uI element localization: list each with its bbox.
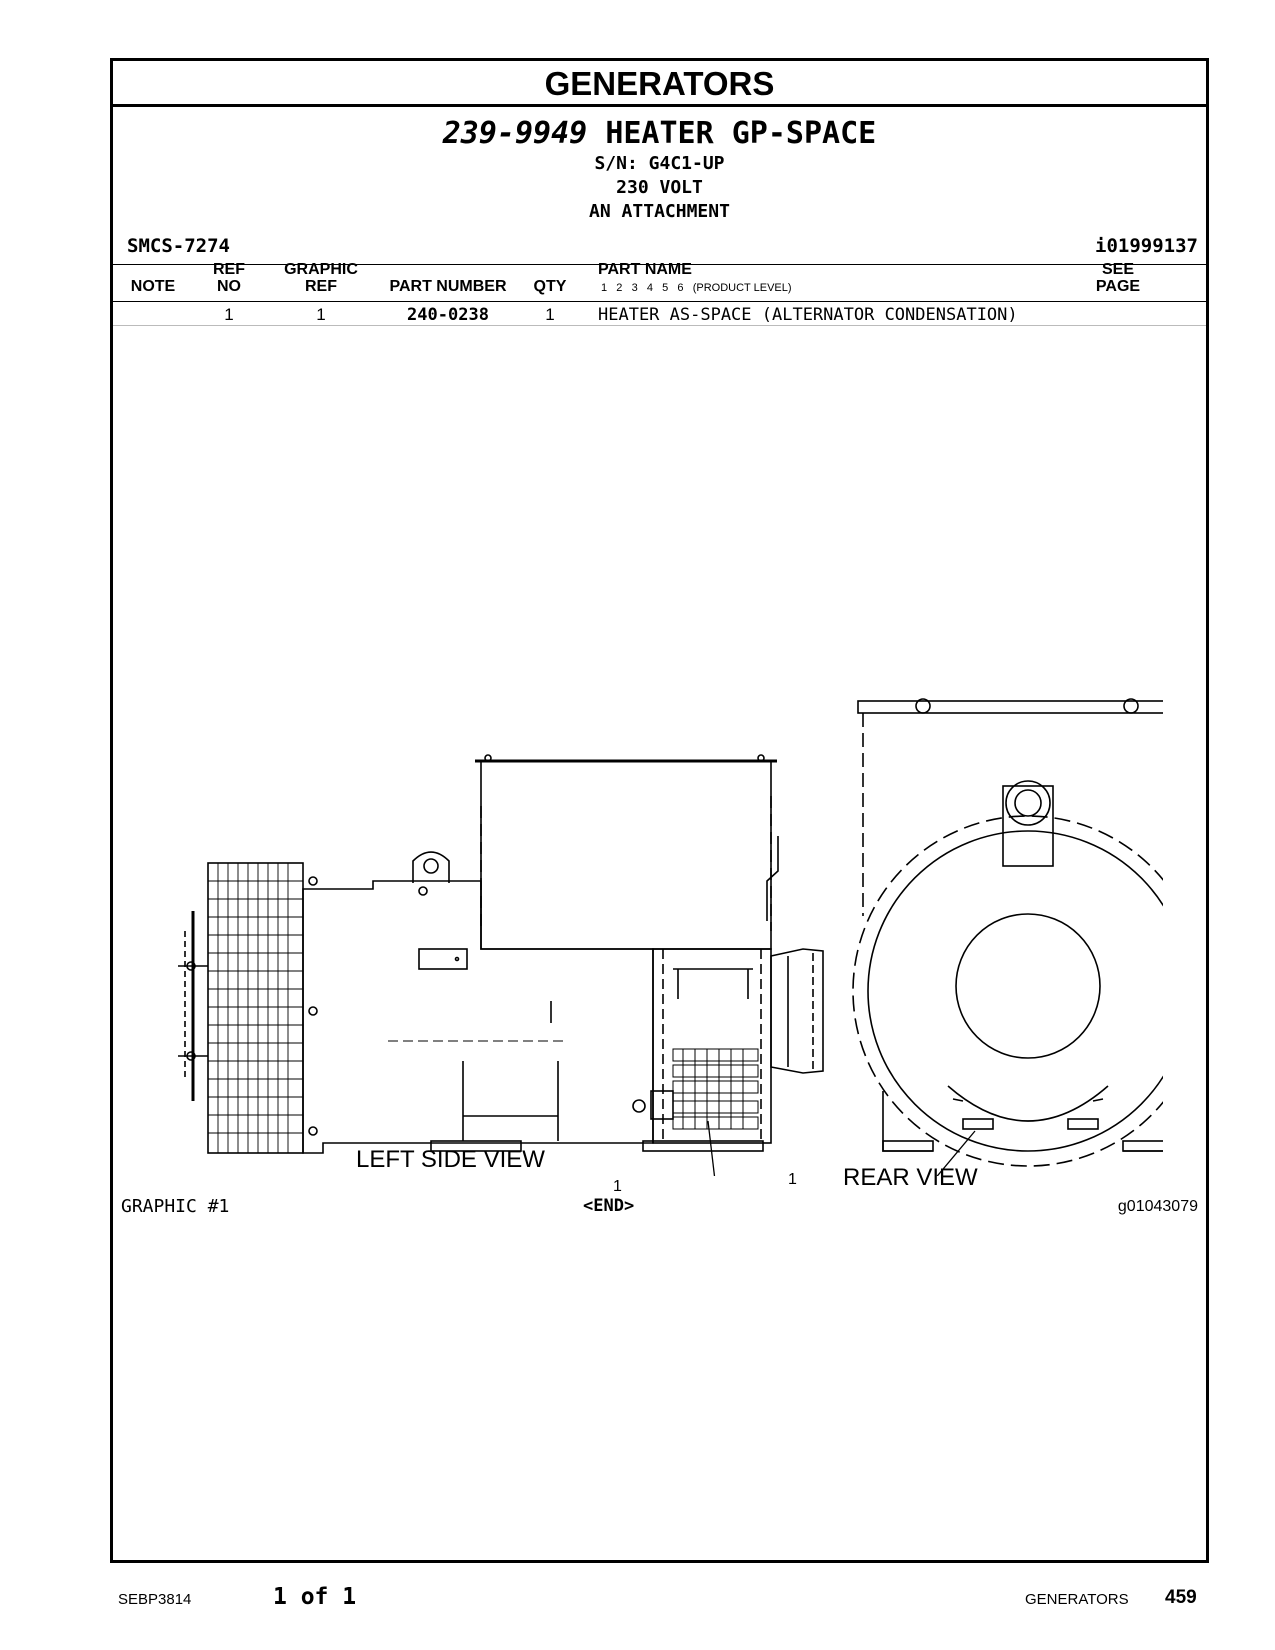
col-header-see-page: SEE PAGE	[1095, 261, 1141, 295]
graphic-label: GRAPHIC #1	[121, 1196, 230, 1217]
left-side-view	[178, 754, 824, 1176]
header-top-rule	[113, 264, 1206, 265]
left-callout-number: 1	[613, 1178, 622, 1195]
row-rule	[113, 325, 1206, 326]
left-side-view-label: LEFT SIDE VIEW	[356, 1146, 545, 1173]
group-title: 239-9949 HEATER GP-SPACE	[113, 116, 1206, 152]
header-bottom-rule	[113, 301, 1206, 302]
stator-housing	[302, 880, 654, 1154]
footer-page-number: 459	[1165, 1587, 1197, 1608]
col-header-note: NOTE	[130, 278, 176, 295]
page-frame: GENERATORS 239-9949 HEATER GP-SPACE S/N:…	[110, 58, 1209, 1563]
document-id: i01999137	[1095, 235, 1198, 257]
col-header-ref-no: REF NO	[213, 261, 245, 295]
rear-housing-inner	[867, 830, 1163, 1152]
space-heater-arc	[947, 1085, 1109, 1122]
fan-guard	[207, 862, 304, 1154]
serial-number: S/N: G4C1-UP	[594, 153, 725, 174]
smcs-code: SMCS-7274	[127, 235, 230, 257]
exciter-cover	[652, 948, 772, 1144]
col-header-part-number: PART NUMBER	[389, 278, 507, 295]
end-marker: <END>	[583, 1196, 635, 1216]
lifting-eye	[412, 851, 450, 883]
footer-section: GENERATORS	[1025, 1591, 1129, 1608]
rear-terminal-lid	[857, 700, 1163, 714]
row-ref-no: 1	[224, 305, 234, 324]
voltage: 230 VOLT	[616, 177, 703, 198]
graphic-id: g01043079	[1117, 1198, 1198, 1215]
rear-view-label: REAR VIEW	[843, 1164, 978, 1191]
section-title: GENERATORS	[113, 61, 1206, 107]
rear-housing-outer	[852, 815, 1163, 1167]
group-name: HEATER GP-SPACE	[605, 116, 877, 151]
terminal-blocks	[672, 1048, 759, 1130]
row-part-name: HEATER AS-SPACE (ALTERNATOR CONDENSATION…	[598, 305, 1018, 325]
row-part-number[interactable]: 240-0238	[407, 305, 489, 325]
rear-callout-leader	[936, 1130, 976, 1176]
bearing-bore	[955, 913, 1101, 1059]
col-header-graphic-ref: GRAPHIC REF	[284, 261, 358, 295]
col-header-product-level: 1 2 3 4 5 6 (PRODUCT LEVEL)	[601, 282, 792, 294]
col-header-part-name: PART NAME	[598, 261, 692, 278]
terminal-box	[480, 760, 772, 950]
rear-callout-number: 1	[788, 1171, 797, 1188]
row-graphic-ref: 1	[316, 305, 326, 324]
fan-guard-grid	[208, 863, 303, 1153]
generator-drawing	[178, 698, 1163, 1176]
arrangement-type: AN ATTACHMENT	[589, 201, 730, 222]
left-callout-leader	[707, 1120, 716, 1176]
footer-page-of: 1 of 1	[273, 1584, 357, 1610]
group-part-number: 239-9949	[442, 116, 588, 151]
col-header-qty: QTY	[533, 278, 567, 295]
footer-publication: SEBP3814	[118, 1591, 192, 1608]
shaft-end	[770, 948, 824, 1074]
rear-view	[852, 698, 1163, 1176]
group-title-block: 239-9949 HEATER GP-SPACE S/N: G4C1-UP 23…	[113, 116, 1206, 224]
row-qty: 1	[545, 305, 555, 324]
